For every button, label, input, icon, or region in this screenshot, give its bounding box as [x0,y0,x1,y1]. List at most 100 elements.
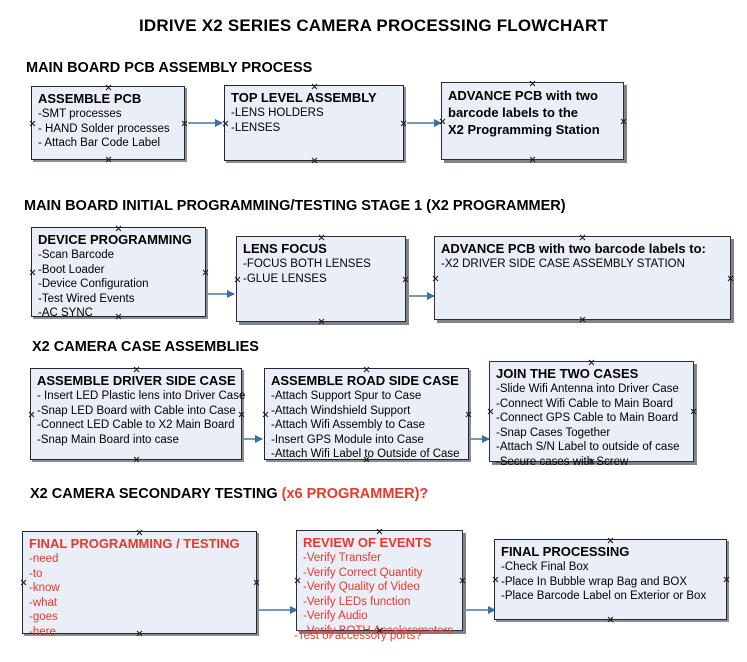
handle-mark-left [262,411,269,418]
box-line: -LENS HOLDERS [231,107,324,119]
handle-mark-left [492,576,499,583]
box-line: -Check Final Box [501,561,589,573]
box-line: -Connect GPS Cable to Main Board [496,412,679,424]
box-line: -LENSES [231,121,281,134]
box-join-the-two-cases[interactable]: JOIN THE TWO CASES -Slide Wifi Antenna i… [489,359,697,468]
box-line: -Verify Correct Quantity [303,566,423,579]
box-line: -SMT processes [38,108,122,120]
box-line: -Test Wired Events [38,292,135,305]
box-line: -Snap Cases Together [496,426,611,439]
arrow-head-icon [488,606,496,614]
box-assemble-road-side-case[interactable]: ASSEMBLE ROAD SIDE CASE -Attach Support … [264,368,469,460]
box-line: -Place In Bubble wrap Bag and BOX [501,575,688,588]
box-review-of-events[interactable]: REVIEW OF EVENTS -Verify Transfer -Verif… [296,530,466,637]
box-title: REVIEW OF EVENTS [303,535,432,550]
handle-mark-bottom [105,156,112,163]
box-line: -Device Configuration [38,278,149,290]
box-line: -Verify Transfer [303,552,381,564]
handle-mark-top [607,537,614,544]
arrow-head-icon [227,290,235,298]
box-line: -Attach Windshield Support [271,404,411,417]
arrow-head-icon [255,435,263,443]
handle-mark-left [432,275,439,282]
handle-mark-bottom [607,616,614,623]
box-title: ASSEMBLE ROAD SIDE CASE [271,373,459,388]
handle-mark-top [529,80,536,87]
handle-mark-top [136,529,143,536]
box-final-programming-testing[interactable]: FINAL PROGRAMMING / TESTING -need -to -k… [20,529,260,638]
box-line: -Attach Wifi Assembly to Case [271,419,426,431]
box-lens-focus[interactable]: LENS FOCUS -FOCUS BOTH LENSES -GLUE LENS… [236,236,406,322]
section-heading-x2-camera-secondary-testing: X2 CAMERA SECONDARY TESTING (x6 PROGRAMM… [30,486,428,502]
box-line: -Insert GPS Module into Case [271,433,424,446]
handle-mark-bottom [579,316,586,323]
section-heading-main-board-pcb-assembly: MAIN BOARD PCB ASSEMBLY PROCESS [26,60,313,76]
handle-mark-top [133,366,140,373]
handle-mark-right [202,269,209,276]
box-title: DEVICE PROGRAMMING [38,232,192,247]
handle-mark-top [311,83,318,90]
arrow-head-icon [215,119,223,127]
box-title: ASSEMBLE PCB [38,91,142,106]
box-title: FINAL PROCESSING [501,544,630,559]
connector-road-case-to-join-cases [471,435,490,443]
handle-mark-top [363,366,370,373]
handle-mark-top [588,359,595,366]
box-device-programming[interactable]: DEVICE PROGRAMMING -Scan Barcode -Boot L… [29,227,209,319]
connector-device-programming-to-lens-focus [208,290,235,298]
box-line: -here [29,625,56,638]
handle-mark-right [253,579,260,586]
box-line: -Boot Loader [38,263,105,276]
handle-mark-left [29,120,36,127]
handle-mark-left [29,269,36,276]
connector-review-events-to-final-processing [465,606,496,614]
connector-driver-case-to-road-case [244,435,263,443]
box-assemble-driver-side-case[interactable]: ASSEMBLE DRIVER SIDE CASE - Insert LED P… [28,366,246,460]
box-line: - Insert LED Plastic lens into Driver Ca… [37,390,246,402]
section-heading-text: X2 CAMERA SECONDARY TESTING [30,486,282,502]
box-line: -FOCUS BOTH LENSES [243,258,371,270]
connector-assemble-pcb-to-top-level [188,119,223,127]
handle-mark-left [28,411,35,418]
box-line: -Verify Audio [303,610,368,622]
box-assemble-pcb[interactable]: ASSEMBLE PCB -SMT processes - HAND Solde… [31,86,185,160]
box-final-processing[interactable]: FINAL PROCESSING -Check Final Box -Place… [494,539,727,620]
handle-mark-top [579,234,586,241]
box-line: -Verify Quality of Video [303,581,420,593]
box-line: -Scan Barcode [38,249,115,261]
handle-mark-right [459,577,466,584]
box-title-line: ADVANCE PCB with two [448,88,598,103]
box-line: - HAND Solder processes [38,122,170,135]
section-heading-main-board-initial-programming: MAIN BOARD INITIAL PROGRAMMING/TESTING S… [24,198,566,214]
handle-mark-right [620,118,627,125]
box-title: ADVANCE PCB with two barcode labels to: [441,241,706,256]
box-line: -Verify LEDs function [303,595,411,608]
box-line: -Connect Wifi Cable to Main Board [496,397,674,410]
arrow-head-icon [290,606,298,614]
handle-mark-bottom [529,156,536,163]
section-heading-x2-camera-case-assemblies: X2 CAMERA CASE ASSEMBLIES [32,339,259,355]
connector-final-programming-to-review-events [259,606,298,614]
arrow-head-icon [482,435,490,443]
box-advance-pcb-programming-station[interactable]: ADVANCE PCB with two barcode labels to t… [441,82,624,160]
section-heading-accent: (x6 PROGRAMMER)? [281,486,429,502]
handle-mark-left [234,276,241,283]
connector-lens-focus-to-advance-pcb [408,292,435,300]
review-of-events-overflow-line: -Test of accessory ports? [294,630,422,642]
handle-mark-right [402,276,409,283]
box-line: -Secure cases with Screw [496,455,629,468]
box-top-level-assembly[interactable]: TOP LEVEL ASSEMBLY -LENS HOLDERS -LENSES [224,85,404,161]
box-advance-pcb-driver-side-case[interactable]: ADVANCE PCB with two barcode labels to: … [434,236,731,320]
handle-mark-bottom [311,157,318,164]
box-title: FINAL PROGRAMMING / TESTING [29,536,240,551]
arrow-head-icon [434,119,442,127]
handle-mark-right [690,408,697,415]
handle-mark-top [105,84,112,91]
connector-top-level-to-advance-pcb [407,119,442,127]
box-title: LENS FOCUS [243,241,327,256]
box-line: -goes [29,611,58,623]
box-line: -to [29,567,43,580]
handle-mark-left [20,579,27,586]
box-line: -X2 DRIVER SIDE CASE ASSEMBLY STATION [441,258,685,270]
